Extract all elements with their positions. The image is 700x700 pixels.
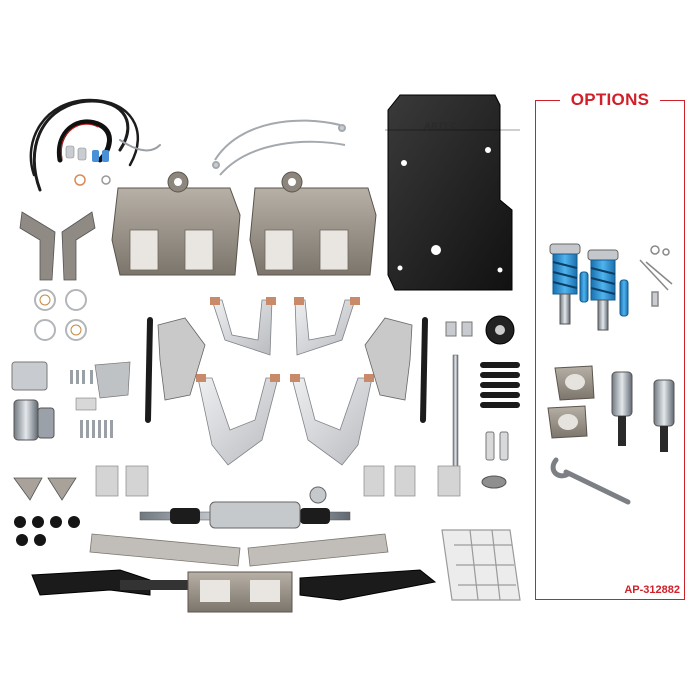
bump-stop-brackets [13,477,77,501]
fittings [65,145,111,186]
pump-reservoir [11,361,55,441]
bushings [14,516,80,546]
coilover-hardware [639,245,673,307]
part-number-label: AP-312882 [624,584,680,596]
skid-plate-logo: ARTEC [423,121,457,131]
spanner-wrench [550,457,631,505]
hardware-bolts [70,370,113,438]
frame-bracket-left [111,171,241,276]
hose-clamps [34,289,87,341]
steering-rack [139,486,351,529]
steel-brake-lines [212,119,346,176]
mesh-guard [441,529,521,601]
front-coilovers [549,243,673,331]
rear-shocks [611,371,675,452]
options-title: OPTIONS [560,89,660,111]
lower-control-arms [196,374,374,466]
upper-control-arms [210,297,360,356]
options-panel [535,100,685,600]
skid-plate: ARTEC [385,94,520,291]
center-crossmember [187,571,293,613]
limit-straps [145,317,428,423]
coilover-right [587,249,629,331]
rear-shock-mounts [547,365,595,439]
steering-shaft [452,354,509,496]
tie-rod-end [445,315,515,345]
mount-plates [75,361,131,411]
steering-knuckles [157,317,413,401]
brake-hose-kit [29,98,161,192]
coilover-left [549,243,589,325]
coil-springs-stack [480,362,520,408]
gusset-plates [95,465,461,497]
cross-plates [89,533,389,567]
frame-bracket-right [249,171,377,276]
lower-crossmembers [31,569,437,601]
angle-brackets [19,211,96,281]
